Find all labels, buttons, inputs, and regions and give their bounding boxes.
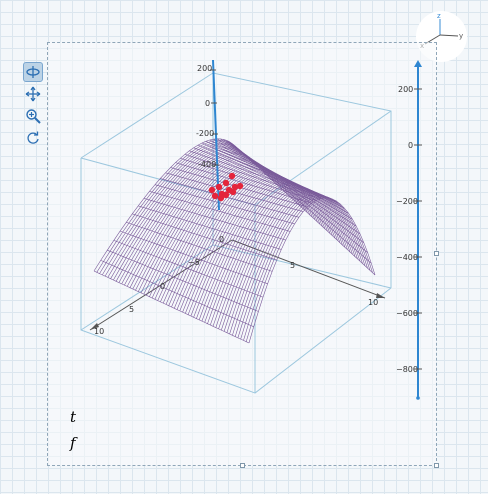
pan-icon: [25, 86, 41, 102]
zoom-icon: [26, 109, 41, 124]
z-tick-label: -400: [198, 160, 216, 169]
resize-handle-corner[interactable]: [434, 463, 439, 468]
surface-line: [226, 190, 356, 333]
x-tick-label: 0: [160, 282, 165, 291]
data-point: [236, 182, 244, 190]
variable-label-t[interactable]: t: [70, 408, 77, 426]
surface-line: [190, 178, 323, 317]
plot-region[interactable]: [47, 42, 439, 468]
data-point: [229, 188, 237, 196]
surface-line: [232, 192, 361, 336]
surface-line: [121, 151, 261, 285]
data-point: [222, 191, 230, 199]
surface-line: [124, 153, 263, 286]
surface-line: [196, 180, 328, 319]
surface-line: [107, 145, 248, 278]
z-axis: 200 0 -200 -400: [196, 59, 220, 211]
surface-mesh: [93, 138, 376, 344]
surface-line: [204, 183, 336, 323]
y-tick-label: 5: [290, 261, 295, 270]
surface-line: [115, 149, 256, 282]
surface-line: [229, 191, 358, 335]
surface-line: [99, 141, 241, 274]
surface-line: [218, 187, 348, 329]
surface-line: [113, 148, 253, 281]
z-tick-label: 0: [205, 99, 210, 108]
floor-axes: [89, 239, 386, 331]
variable-label-f[interactable]: f: [70, 434, 76, 452]
x-tick-label: −5: [188, 258, 200, 267]
colorbar-tick-label: −800: [396, 365, 418, 374]
surface-line: [212, 186, 343, 327]
colorbar-arrow: [414, 60, 422, 67]
surface-line: [201, 182, 333, 322]
surface-line: [210, 185, 341, 326]
resize-handle-bottom[interactable]: [240, 463, 245, 468]
colorbar-tick-label: 200: [398, 85, 413, 94]
reset-view-tool-button[interactable]: [23, 128, 43, 148]
surface-line: [102, 142, 243, 276]
y-tick-label: 10: [368, 298, 378, 307]
surface-line: [118, 150, 258, 283]
surface-line: [165, 169, 301, 305]
surface-line: [221, 188, 351, 331]
z-tick-label: 200: [197, 64, 212, 73]
reset-view-icon: [27, 131, 39, 144]
bounding-box: [80, 72, 392, 394]
surface-line: [96, 139, 238, 273]
colorbar-tick-label: −200: [396, 197, 418, 206]
colorbar-tick-label: 0: [408, 141, 413, 150]
surface-line: [126, 154, 266, 287]
surface-line: [240, 194, 368, 340]
rotate-tool-button[interactable]: [23, 62, 43, 82]
data-point: [228, 172, 236, 180]
z-tick-label: -200: [196, 129, 214, 138]
surface-line: [248, 197, 376, 344]
surface-line: [234, 193, 363, 337]
data-point: [208, 186, 216, 194]
data-point: [211, 192, 219, 200]
data-point: [231, 183, 239, 191]
surface-line: [198, 181, 331, 321]
data-points: [208, 172, 244, 202]
x-tick-label: 10: [94, 327, 104, 336]
colorbar-tick-label: −600: [396, 309, 418, 318]
resize-handle-right[interactable]: [434, 251, 439, 256]
floor-tick-labels: 10 5 0 −5 0 5 10: [94, 235, 378, 336]
colorbar-axis: 200 0 −200 −400 −600 −800: [396, 60, 422, 400]
gizmo-z-label: z: [437, 12, 441, 20]
colorbar-tick-label: −400: [396, 253, 418, 262]
surface-line: [207, 184, 338, 324]
pan-tool-button[interactable]: [23, 84, 43, 104]
surface-line: [110, 146, 251, 279]
surface-line: [245, 196, 373, 342]
zoom-tool-button[interactable]: [23, 106, 43, 126]
rotate-icon: [26, 66, 40, 78]
surface-line: [93, 138, 236, 272]
gizmo-y-label: y: [459, 32, 463, 40]
origin-tick-label: 0: [219, 235, 224, 244]
surface-line: [185, 176, 318, 314]
surface-line: [104, 144, 246, 277]
surface-line: [179, 174, 313, 312]
data-point: [215, 183, 223, 191]
x-tick-label: 5: [129, 305, 134, 314]
surface-line: [237, 194, 366, 338]
surface-line: [215, 186, 346, 328]
plot-toolbar: [23, 62, 43, 150]
surface-line: [243, 195, 371, 341]
x-axis-arrow: [90, 323, 99, 330]
data-point: [222, 179, 230, 187]
y-axis-arrow: [376, 293, 385, 298]
data-point: [217, 194, 225, 202]
surface-line: [223, 189, 353, 332]
